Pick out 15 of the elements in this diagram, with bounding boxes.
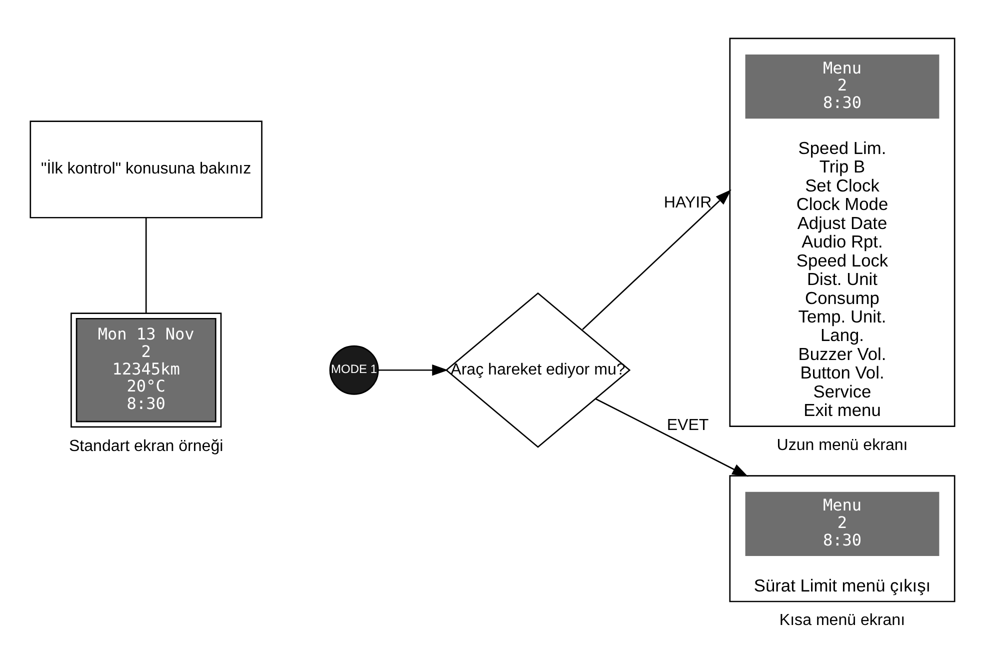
node-circle: MODE 1 xyxy=(328,345,378,395)
node-label: Standart ekran örneği xyxy=(68,437,223,456)
node-box: Mon 13 Nov 2 12345km 20°C 8:30 xyxy=(70,312,222,428)
node-box: Menu 2 8:30 xyxy=(744,492,939,556)
node-label: Uzun menü ekranı xyxy=(776,436,908,454)
arrow xyxy=(594,398,748,477)
node-diamond: Araç hareket ediyor mu? xyxy=(444,292,630,448)
arrow xyxy=(582,190,731,330)
arrow xyxy=(378,364,448,376)
node-box: "İlk kontrol" konusuna bakınız xyxy=(29,120,262,218)
node-box: Menu 2 8:30 xyxy=(744,54,939,119)
edge-label: HAYIR xyxy=(663,194,712,212)
edge-label: EVET xyxy=(666,416,708,434)
node-label: Kısa menü ekranı xyxy=(778,611,905,630)
connector xyxy=(144,218,146,313)
